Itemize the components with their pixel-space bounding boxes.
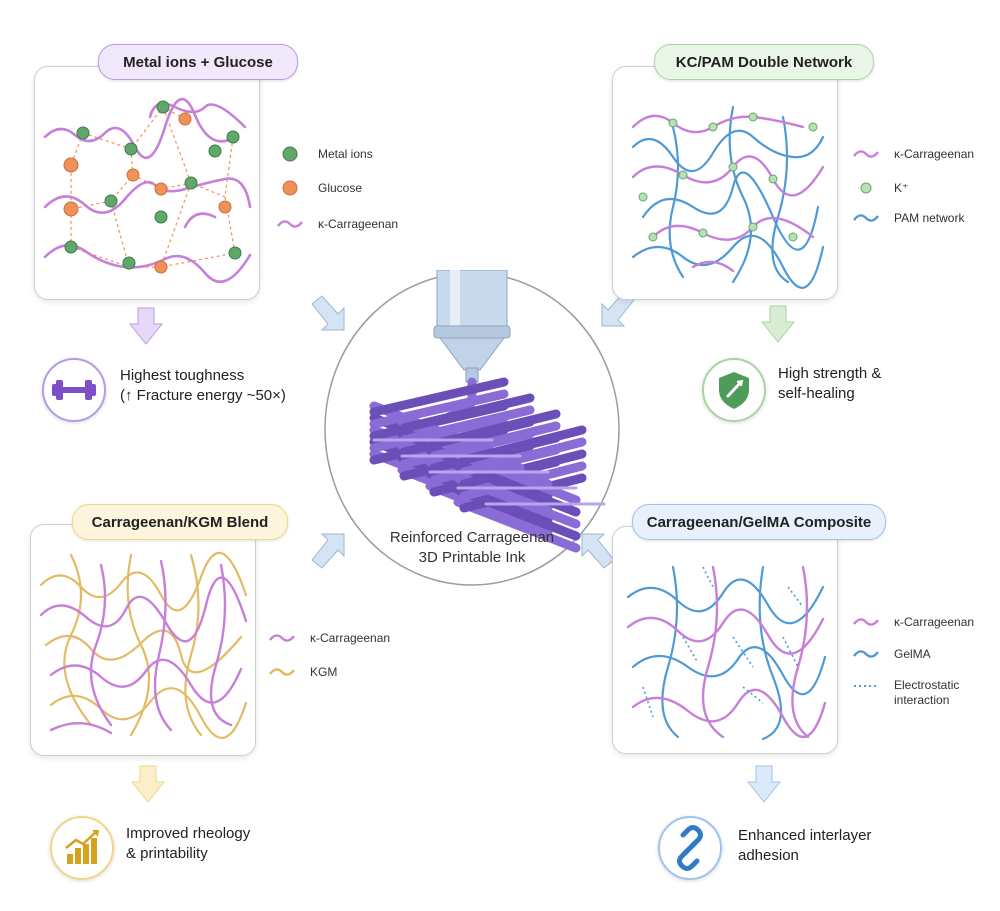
- center-title: Reinforced Carrageenan 3D Printable Ink: [322, 528, 622, 568]
- outcome-gelma-composite: Enhanced interlayer adhesion: [738, 827, 872, 864]
- panel-kgm-blend: [30, 524, 256, 756]
- arrow-br-to-center: [581, 533, 615, 569]
- center-ink-illustration: [322, 270, 622, 588]
- legend-kc-pam: κ-Carrageenan K⁺ PAM network: [852, 142, 992, 238]
- legend-item-electrostatic: Electrostatic interaction: [854, 678, 960, 707]
- legend-gelma: κ-Carrageenan GelMA Electrostatic intera…: [852, 612, 992, 712]
- network-diagram-gelma: [626, 565, 827, 741]
- legend-item-kgm: KGM: [268, 664, 337, 680]
- legend-item-k-ion: K⁺: [852, 180, 908, 196]
- outcome-metal-glucose: Highest toughness (↑ Fracture energy ~50…: [120, 367, 286, 404]
- arrow-bl-to-center: [311, 533, 345, 569]
- panel-kc-pam: [612, 66, 838, 300]
- panel-title-gelma-composite: Carrageenan/GelMA Composite: [632, 504, 886, 540]
- outcome-kc-pam: High strength & self-healing: [778, 365, 882, 402]
- network-diagram-kc-pam: [631, 105, 825, 289]
- shield-icon: [702, 358, 766, 422]
- legend-item-metal-ions: Metal ions: [276, 146, 373, 162]
- arrow-tl-to-center: [311, 295, 345, 331]
- legend-item-carrageenan: κ-Carrageenan: [276, 216, 398, 232]
- legend-item-carrageenan: κ-Carrageenan: [852, 614, 974, 630]
- legend-item-carrageenan: κ-Carrageenan: [852, 146, 974, 162]
- link-icon: [658, 816, 722, 880]
- legend-item-carrageenan: κ-Carrageenan: [268, 630, 390, 646]
- center-title-line1: Reinforced Carrageenan: [389, 529, 555, 546]
- panel-title-kgm-blend: Carrageenan/KGM Blend: [72, 504, 288, 540]
- network-diagram-metal-glucose: [43, 97, 252, 283]
- panel-title-metal-glucose: Metal ions + Glucose: [98, 44, 298, 80]
- legend-kgm: κ-Carrageenan KGM: [268, 628, 408, 688]
- panel-gelma-composite: [612, 526, 838, 754]
- arrow-down-tl: [128, 307, 164, 345]
- arrow-down-bl: [130, 765, 166, 803]
- arrow-down-tr: [760, 305, 796, 343]
- bar-chart-icon: [50, 816, 114, 880]
- panel-title-kc-pam: KC/PAM Double Network: [654, 44, 874, 80]
- legend-item-pam: PAM network: [852, 210, 964, 226]
- arrow-down-br: [746, 765, 782, 803]
- outcome-kgm-blend: Improved rheology & printability: [126, 825, 251, 862]
- panel-metal-ions-glucose: [34, 66, 260, 300]
- legend-item-glucose: Glucose: [276, 180, 362, 196]
- network-diagram-kgm: [39, 551, 248, 739]
- dumbbell-icon: [42, 358, 106, 422]
- legend-item-gelma: GelMA: [852, 646, 931, 662]
- legend-metal-glucose: Metal ions Glucose κ-Carrageenan: [276, 142, 416, 238]
- center-title-line2: 3D Printable Ink: [418, 549, 526, 566]
